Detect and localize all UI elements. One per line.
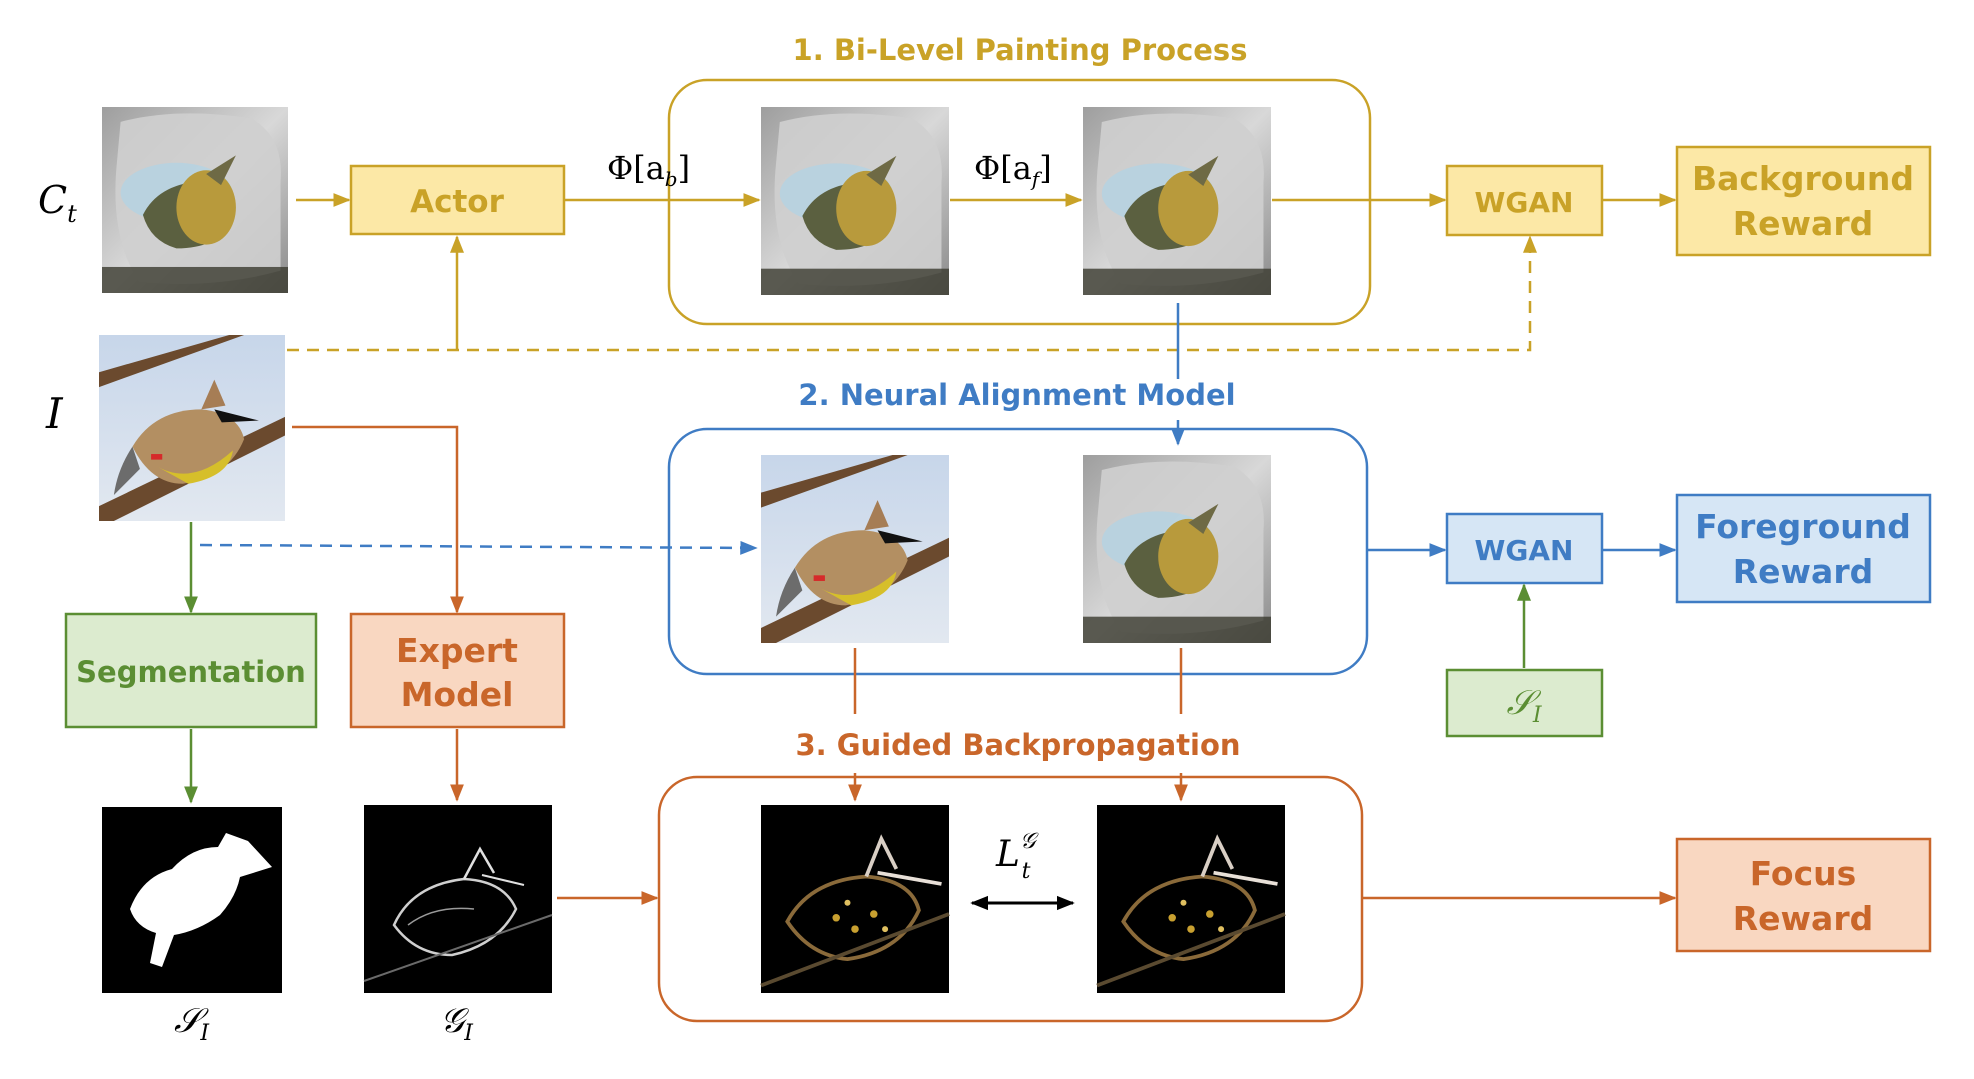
actor-box: Actor xyxy=(349,164,566,236)
svg-text:𝒮I: 𝒮I xyxy=(174,1001,210,1046)
svg-text:Ct: Ct xyxy=(38,178,77,228)
guided-map-symbol: 𝒢 xyxy=(440,1001,469,1041)
canvas-subscript: t xyxy=(67,200,77,228)
canvas-symbol: C xyxy=(38,178,67,222)
svg-text:L𝒢t: L𝒢t xyxy=(995,829,1039,884)
bird-photo-thumbnail xyxy=(99,335,285,521)
background-reward-line1: Background xyxy=(1692,159,1914,198)
painting-saliency-map xyxy=(1095,803,1287,995)
guided-map-subscript: I xyxy=(463,1021,474,1046)
painting-section-frame xyxy=(667,78,1372,326)
alignment-section-frame xyxy=(667,427,1369,676)
aligned-painting xyxy=(1083,455,1271,643)
painted-canvas-thumbnail xyxy=(102,107,288,293)
foreground-reward-box: Foreground Reward xyxy=(1675,493,1932,604)
background-reward-box: Background Reward xyxy=(1675,145,1932,257)
segmentation-box: Segmentation xyxy=(64,612,318,729)
phi-b-post: ] xyxy=(678,149,690,187)
orange-arrows xyxy=(292,425,1677,905)
image-symbol: I xyxy=(45,389,64,438)
aligned-bird-photo xyxy=(761,455,949,643)
expert-model-line2: Model xyxy=(401,675,514,714)
painting-section-title: 1. Bi-Level Painting Process xyxy=(793,33,1248,67)
guided-backprop-map xyxy=(363,805,553,993)
expert-model-line1: Expert xyxy=(396,631,518,670)
dashed-image-to-aligned-photo xyxy=(199,540,758,555)
wgan-top-box: WGAN xyxy=(1445,164,1604,237)
green-arrows xyxy=(184,522,1531,804)
seg-input-subscript: I xyxy=(1532,703,1543,728)
foreground-reward-line1: Foreground xyxy=(1695,507,1911,546)
phi-f-post: ] xyxy=(1039,149,1051,187)
seg-input-box: 𝒮I xyxy=(1445,668,1604,738)
background-reward-line2: Reward xyxy=(1733,204,1873,243)
loss-subscript: t xyxy=(1022,859,1031,884)
focus-reward-line1: Focus xyxy=(1750,854,1857,893)
svg-text:𝒢I: 𝒢I xyxy=(440,1001,474,1046)
loss-symbol: L xyxy=(995,834,1020,875)
alignment-section-title: 2. Neural Alignment Model xyxy=(798,378,1235,412)
backprop-section-title: 3. Guided Backpropagation xyxy=(795,728,1240,762)
photo-saliency-map xyxy=(759,803,951,995)
wgan-mid-box: WGAN xyxy=(1445,512,1604,585)
actor-label: Actor xyxy=(410,184,504,220)
foreground-reward-line2: Reward xyxy=(1733,552,1873,591)
focus-reward-line2: Reward xyxy=(1733,899,1873,938)
loss-superscript: 𝒢 xyxy=(1020,829,1039,854)
segmentation-label: Segmentation xyxy=(76,655,306,689)
expert-model-box: Expert Model xyxy=(349,612,566,729)
arrow-image-to-expert xyxy=(292,425,464,614)
full-painting-thumbnail xyxy=(1083,107,1271,295)
wgan-top-label: WGAN xyxy=(1475,186,1574,219)
focus-reward-box: Focus Reward xyxy=(1675,837,1932,953)
svg-text:Φ[af]: Φ[af] xyxy=(974,149,1052,191)
svg-text:Φ[ab]: Φ[ab] xyxy=(607,149,690,191)
phi-b-pre: Φ[a xyxy=(607,149,665,187)
blue-arrows xyxy=(199,303,1677,557)
gold-arrows xyxy=(287,193,1677,352)
segmentation-mask xyxy=(102,807,282,993)
dashed-image-to-actor-wgan xyxy=(287,235,1537,352)
phi-f-pre: Φ[a xyxy=(974,149,1032,187)
wgan-mid-label: WGAN xyxy=(1475,534,1574,567)
phi-b-sub: b xyxy=(665,167,678,191)
seg-map-subscript: I xyxy=(199,1021,210,1046)
background-painting-thumbnail xyxy=(761,107,949,295)
